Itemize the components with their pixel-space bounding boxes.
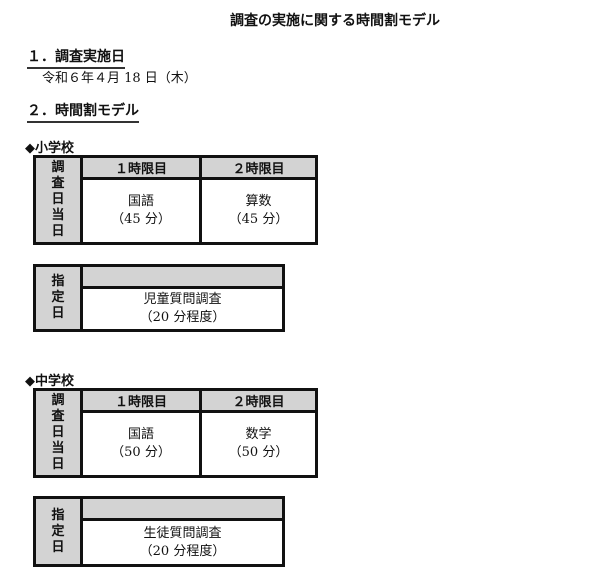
junior-high-label: ◆中学校: [25, 374, 74, 389]
elementary-label: ◆小学校: [25, 141, 74, 156]
subject: 数学: [245, 427, 272, 442]
subject: 算数: [245, 194, 272, 209]
period2-header: ２時限目: [202, 391, 315, 413]
designated-header: [83, 499, 282, 521]
designated-cell: 児童質問調査 （20 分程度）: [83, 289, 282, 329]
subject: 国語: [127, 194, 154, 209]
duration: （45 分）: [111, 212, 171, 227]
duration: （20 分程度）: [139, 543, 226, 559]
period1-header: １時限目: [83, 158, 199, 180]
subject: 生徒質問調査: [143, 525, 222, 541]
duration: （50 分）: [111, 445, 171, 460]
label-char: 定: [51, 290, 65, 305]
subject: 児童質問調査: [143, 292, 222, 307]
label-char: 調: [51, 393, 65, 408]
label-char: 当: [51, 208, 65, 223]
period2-cell: 数学 （50 分）: [202, 413, 315, 475]
section2-heading: ２．時間割モデル: [27, 100, 139, 123]
survey-day-label: 調 査 日 当 日: [36, 158, 83, 242]
junior-high-designated-table: 指 定 日 生徒質問調査 （20 分程度）: [33, 496, 285, 567]
survey-date: 令和６年４月 18 日（木）: [42, 71, 197, 86]
subject: 国語: [127, 427, 154, 442]
label-char: 指: [51, 507, 65, 523]
label-char: 日: [51, 425, 65, 440]
period1-cell: 国語 （45 分）: [83, 180, 199, 242]
label-char: 査: [51, 176, 65, 191]
label-char: 定: [51, 523, 65, 539]
label-char: 調: [51, 160, 65, 175]
label-char: 指: [51, 274, 65, 289]
designated-header: [83, 267, 282, 289]
duration: （20 分程度）: [139, 310, 226, 325]
survey-day-label: 調 査 日 当 日: [36, 391, 83, 475]
label-char: 日: [51, 306, 65, 321]
label-char: 日: [51, 192, 65, 207]
label-char: 日: [51, 457, 65, 472]
duration: （50 分）: [228, 445, 289, 460]
period1-cell: 国語 （50 分）: [83, 413, 199, 475]
designated-day-label: 指 定 日: [36, 267, 83, 329]
section1-heading: １．調査実施日: [27, 46, 125, 69]
duration: （45 分）: [228, 212, 289, 227]
label-char: 日: [51, 224, 65, 239]
junior-high-timetable: 調 査 日 当 日 １時限目 ２時限目 国語 （50 分） 数学 （50 分）: [33, 388, 318, 478]
period1-header: １時限目: [83, 391, 199, 413]
period2-header: ２時限目: [202, 158, 315, 180]
elementary-timetable: 調 査 日 当 日 １時限目 ２時限目 国語 （45 分） 算数 （45 分）: [33, 155, 318, 245]
label-char: 日: [51, 539, 65, 555]
document-title: 調査の実施に関する時間割モデル: [230, 13, 440, 29]
label-char: 査: [51, 409, 65, 424]
elementary-designated-table: 指 定 日 児童質問調査 （20 分程度）: [33, 264, 285, 332]
label-char: 当: [51, 441, 65, 456]
period2-cell: 算数 （45 分）: [202, 180, 315, 242]
designated-day-label: 指 定 日: [36, 499, 83, 564]
designated-cell: 生徒質問調査 （20 分程度）: [83, 521, 282, 564]
